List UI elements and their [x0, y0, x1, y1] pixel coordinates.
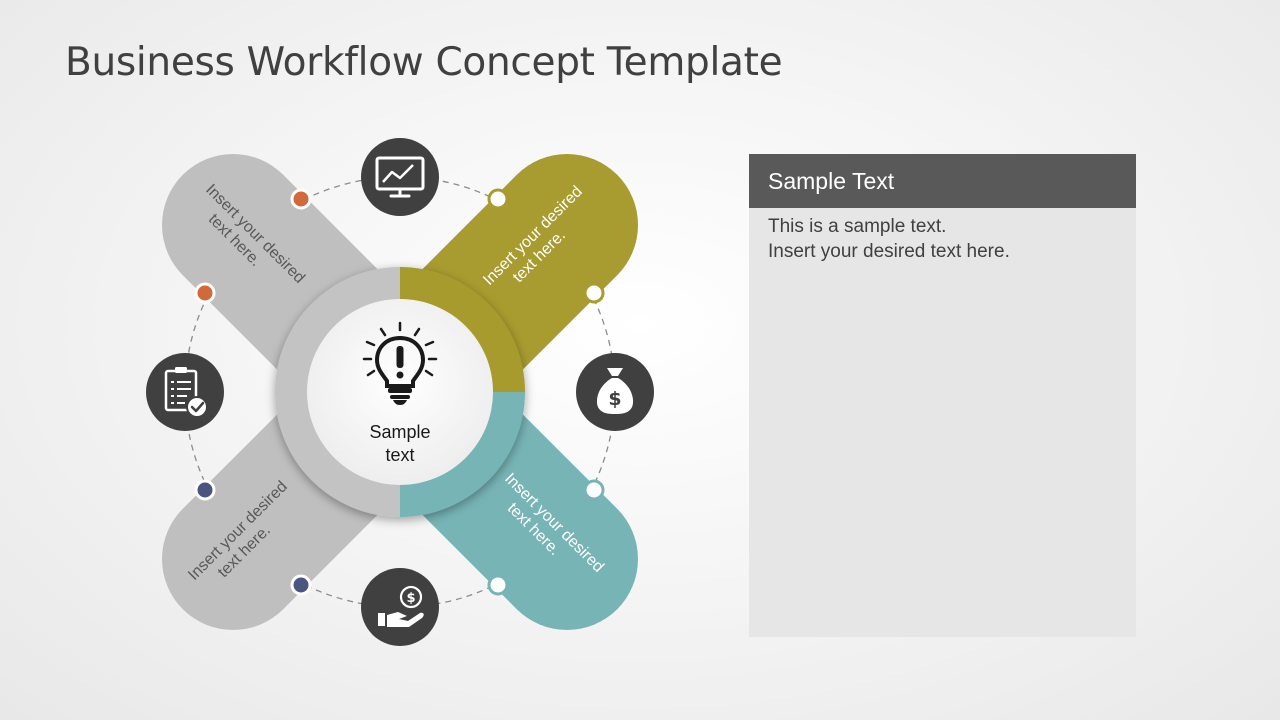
dot-olive-top — [487, 188, 509, 210]
clipboard-check-icon — [146, 353, 224, 431]
svg-text:$: $ — [608, 388, 621, 410]
dot-orange-top — [290, 188, 312, 210]
money-bag-icon: $ — [576, 353, 654, 431]
panel-body-line1: This is a sample text. — [768, 216, 947, 237]
dot-teal-bottom — [487, 574, 509, 596]
svg-text:$: $ — [406, 591, 415, 606]
dot-teal-right — [583, 479, 605, 501]
panel-header: Sample Text — [749, 154, 1136, 208]
dot-navy-bottom — [290, 574, 312, 596]
dot-orange-left — [194, 282, 216, 304]
lightbulb-exclamation-icon — [362, 321, 438, 405]
center-label-line2: text — [385, 445, 414, 465]
dot-olive-right — [583, 282, 605, 304]
center-label-line1: Sample — [369, 422, 430, 442]
hand-coin-icon: $ — [361, 568, 439, 646]
connector-dots — [194, 188, 605, 596]
workflow-diagram: Sample text Insert your desired text her… — [146, 138, 654, 646]
dot-navy-left — [194, 479, 216, 501]
slide-title: Business Workflow Concept Template — [65, 40, 783, 85]
panel-body-line2: Insert your desired text here. — [768, 241, 1010, 262]
panel-body: This is a sample text. Insert your desir… — [749, 208, 1136, 270]
presentation-chart-icon — [361, 138, 439, 216]
sample-text-panel: Sample Text This is a sample text. Inser… — [749, 154, 1136, 637]
